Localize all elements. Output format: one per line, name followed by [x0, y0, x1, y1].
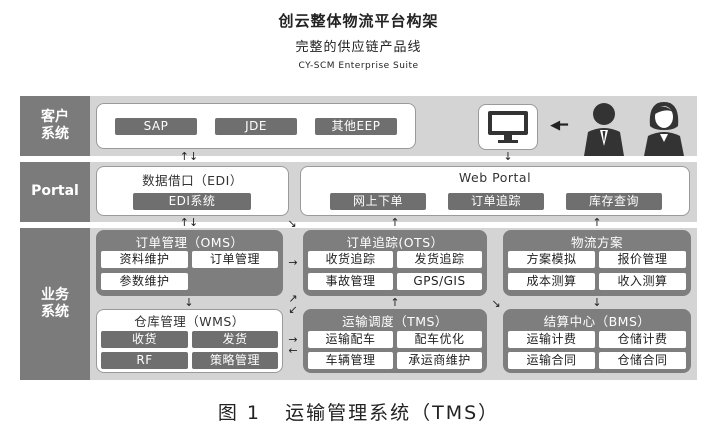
web-portal-inventory-query: 库存查询	[566, 193, 662, 210]
business-row-label-text: 业务 系统	[41, 286, 69, 321]
business-row-label: 业务 系统	[20, 228, 90, 380]
customer-item-sap: SAP	[115, 118, 197, 135]
arrow-tms-wms: ←	[288, 344, 298, 357]
arrow-logistics-bms: ↓	[592, 296, 602, 309]
logistics-title: 物流方案	[570, 235, 623, 250]
tms-vehicle-dispatch: 运输配车	[308, 331, 393, 348]
arrow-edi-ots-diagonal: ↘	[287, 217, 297, 230]
bms-transport-billing: 运输计费	[508, 331, 595, 348]
ots-shipping-tracking: 发货追踪	[397, 251, 482, 268]
arrow-wms-tms: →	[288, 333, 298, 346]
arrow-ots-bms-diagonal: ↘	[491, 297, 501, 310]
logistics-quote-management: 报价管理	[599, 251, 686, 268]
bms-transport-contract: 运输合同	[508, 352, 595, 369]
figure-caption: 图 1 运输管理系统（TMS）	[217, 402, 500, 424]
arrow-oms-wms: ↓	[184, 296, 194, 309]
customer-item-other-erp: 其他EEP	[315, 118, 397, 135]
arrow-edi-oms: ↑↓	[179, 216, 199, 229]
ots-title: 订单追踪(OTS）	[346, 235, 444, 250]
web-portal-order-tracking: 订单追踪	[448, 193, 544, 210]
arrow-terminal-webportal: ↓	[503, 150, 513, 163]
arrow-users-to-terminal: ◀━	[550, 118, 568, 133]
arrow-ots-webportal: ↑	[390, 216, 400, 229]
portal-row-label-text: Portal	[31, 183, 79, 200]
edi-title: 数据借口（EDI）	[142, 173, 243, 188]
oms-title: 订单管理（OMS）	[135, 235, 244, 250]
tms-dispatch-optimization: 配车优化	[397, 331, 482, 348]
customer-item-jde: JDE	[215, 118, 297, 135]
bms-warehouse-billing: 仓储计费	[599, 331, 686, 348]
businesswoman-icon	[644, 102, 684, 156]
tms-carrier-maintenance: 承运商维护	[397, 352, 482, 369]
arrow-tms-oms-diagonal: ↙	[288, 303, 298, 316]
wms-shipping: 发货	[192, 331, 278, 348]
monitor-icon	[488, 111, 528, 143]
diagram-subtitle: 完整的供应链产品线	[295, 40, 422, 55]
wms-rf: RF	[101, 352, 188, 369]
wms-receiving: 收货	[101, 331, 188, 348]
diagram-english-name: CY-SCM Enterprise Suite	[298, 61, 419, 71]
ots-receiving-tracking: 收货追踪	[308, 251, 393, 268]
arrow-customer-edi: ↑↓	[179, 150, 199, 163]
oms-order-management: 订单管理	[192, 251, 278, 268]
oms-parameter-maintenance: 参数维护	[101, 273, 188, 290]
arrow-oms-tms-diagonal: ↗	[288, 292, 298, 305]
diagram-title: 创云整体物流平台构架	[278, 12, 439, 30]
web-portal-title: Web Portal	[458, 170, 532, 185]
logistics-scheme-simulation: 方案模拟	[508, 251, 595, 268]
ots-incident-management: 事故管理	[308, 273, 393, 290]
customer-row-label: 客户 系统	[20, 96, 90, 156]
web-portal-online-order: 网上下单	[330, 193, 426, 210]
wms-strategy-management: 策略管理	[192, 352, 278, 369]
oms-data-maintenance: 资料维护	[101, 251, 188, 268]
arrow-oms-ots: →	[288, 256, 298, 269]
arrow-ots-tms: ↑	[390, 296, 400, 309]
bms-warehouse-contract: 仓储合同	[599, 352, 686, 369]
bms-title: 结算中心（BMS）	[543, 314, 651, 329]
customer-row-label-text: 客户 系统	[41, 108, 69, 143]
arrow-logistics-webportal: ↑	[592, 216, 602, 229]
wms-title: 仓库管理（WMS）	[134, 314, 245, 329]
logistics-revenue-estimation: 收入测算	[599, 273, 686, 290]
edi-system-item: EDI系统	[133, 193, 251, 210]
logistics-cost-estimation: 成本测算	[508, 273, 595, 290]
portal-row-label: Portal	[20, 162, 90, 222]
ots-gps-gis: GPS/GIS	[397, 273, 482, 290]
businessman-icon	[584, 103, 624, 156]
tms-title: 运输调度（TMS）	[342, 314, 448, 329]
tms-fleet-management: 车辆管理	[308, 352, 393, 369]
